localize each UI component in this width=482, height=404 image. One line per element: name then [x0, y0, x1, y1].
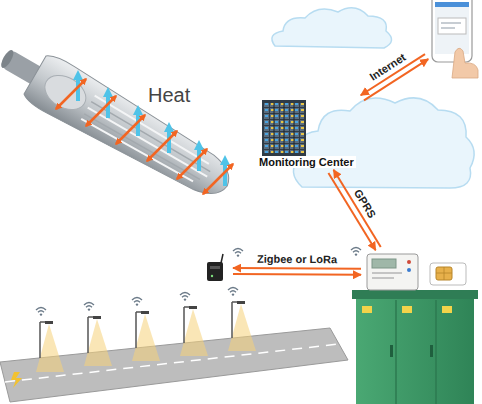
- server-rack-icon: [284, 103, 285, 153]
- concentrator-meter-icon: [367, 254, 418, 290]
- street-lamp-head: [189, 306, 197, 309]
- transformer-cabinet: [356, 299, 474, 404]
- heat-label: Heat: [148, 84, 190, 107]
- gateway-icon: [207, 262, 223, 281]
- link-arrow: [328, 170, 380, 250]
- smartphone-icon: [435, 2, 469, 54]
- wireless-icon: [132, 298, 142, 306]
- concentrator-meter-icon: [372, 259, 396, 268]
- transformer-cabinet: [390, 345, 393, 357]
- link-line: [334, 170, 381, 247]
- link-label: Zigbee or LoRa: [257, 249, 337, 267]
- link-line: [233, 273, 361, 276]
- street-light-head: [0, 33, 241, 209]
- street-light-head: [84, 113, 200, 180]
- transformer-cabinet: [402, 306, 412, 313]
- street-lamp-pole: [183, 307, 185, 343]
- smartphone-icon: [441, 27, 455, 29]
- node-title: Monitoring Center: [257, 156, 356, 168]
- street-lamp-pole: [135, 312, 137, 348]
- street-light-head: [21, 51, 240, 209]
- link-label: GPRS: [350, 185, 382, 221]
- heat-arrows: [203, 164, 233, 194]
- wireless-icon: [233, 249, 243, 257]
- concentrator-meter-icon: [372, 277, 394, 279]
- gateway-icon: [211, 275, 213, 277]
- transformer-cabinet: [442, 306, 452, 313]
- street-lamp-pole: [40, 302, 240, 358]
- smartphone-icon: [441, 22, 461, 24]
- concentrator-meter-icon: [372, 272, 402, 274]
- wireless-icon: [351, 248, 361, 256]
- cloud: [293, 98, 474, 188]
- concentrator-meter: [365, 252, 420, 292]
- heat-arrows: [56, 74, 233, 194]
- smartphone-icon: [432, 0, 472, 62]
- wireless-icon: [180, 293, 190, 301]
- gateway-icon: [207, 254, 223, 281]
- heat-arrows: [147, 131, 177, 161]
- cloud: [272, 8, 392, 48]
- transformer-cabinet: [430, 345, 433, 357]
- transformer-cabinet: [352, 290, 478, 299]
- street-lamp-head: [45, 321, 53, 324]
- gateway-device: [203, 258, 229, 284]
- link-arrow: [233, 268, 361, 275]
- smartphone: [430, 0, 478, 78]
- wireless-icon: [36, 308, 46, 316]
- road: [11, 372, 22, 388]
- street-lamp-pole: [39, 322, 41, 358]
- link-label-text: Zigbee or LoRa: [257, 253, 337, 265]
- link-label-text: Internet: [368, 51, 408, 83]
- street-lamp-head: [141, 311, 149, 314]
- server-rack-icon: [262, 100, 306, 156]
- monitoring-center: Monitoring Center: [256, 98, 359, 168]
- gateway-icon: [210, 266, 220, 269]
- transformer-cabinet: [395, 300, 397, 404]
- server-rack-icon: [264, 103, 304, 153]
- link-label: Internet: [366, 48, 410, 85]
- concentrator-meter-icon: [407, 268, 411, 272]
- gateway-icon: [221, 254, 223, 263]
- link-label-text: GPRS: [352, 187, 379, 220]
- street-light-head: [0, 48, 16, 69]
- heat-arrows: [116, 115, 145, 144]
- transformer-cabinet: [435, 300, 437, 404]
- wireless-icon: [84, 303, 94, 311]
- street-lamp-pole: [231, 302, 233, 338]
- server-rack-icon: [262, 100, 306, 156]
- heat-arrows: [177, 149, 207, 179]
- concentrator-meter-icon: [367, 254, 418, 290]
- smartphone-icon: [438, 18, 466, 34]
- server-rack-icon: [274, 103, 275, 153]
- street-lamp-head: [45, 301, 245, 324]
- street-light-head: [39, 69, 92, 117]
- wireless-icon: [228, 288, 238, 296]
- wireless-icon: [36, 248, 361, 316]
- label-text: Heat: [148, 84, 190, 106]
- server-rack-icon: [294, 103, 295, 153]
- smartphone-icon: [435, 2, 469, 7]
- smartphone-icon: [432, 0, 478, 78]
- transformer-cabinet: [362, 306, 372, 313]
- heat-arrows: [86, 96, 116, 126]
- smartphone-icon: [452, 48, 478, 78]
- transformer-cabinet: [352, 290, 478, 404]
- sim-card: [436, 267, 452, 280]
- street-lamp-glow: [36, 304, 256, 372]
- sim-card: [444, 267, 445, 280]
- street-lamp-head: [237, 301, 245, 304]
- concentrator-meter-icon: [407, 260, 411, 264]
- street-lamp-pole: [87, 317, 89, 353]
- heat-arrows: [56, 79, 86, 109]
- sim-card: [430, 263, 466, 285]
- street-lamp-head: [93, 316, 101, 319]
- link-line: [233, 267, 361, 270]
- sim-card: [430, 263, 466, 285]
